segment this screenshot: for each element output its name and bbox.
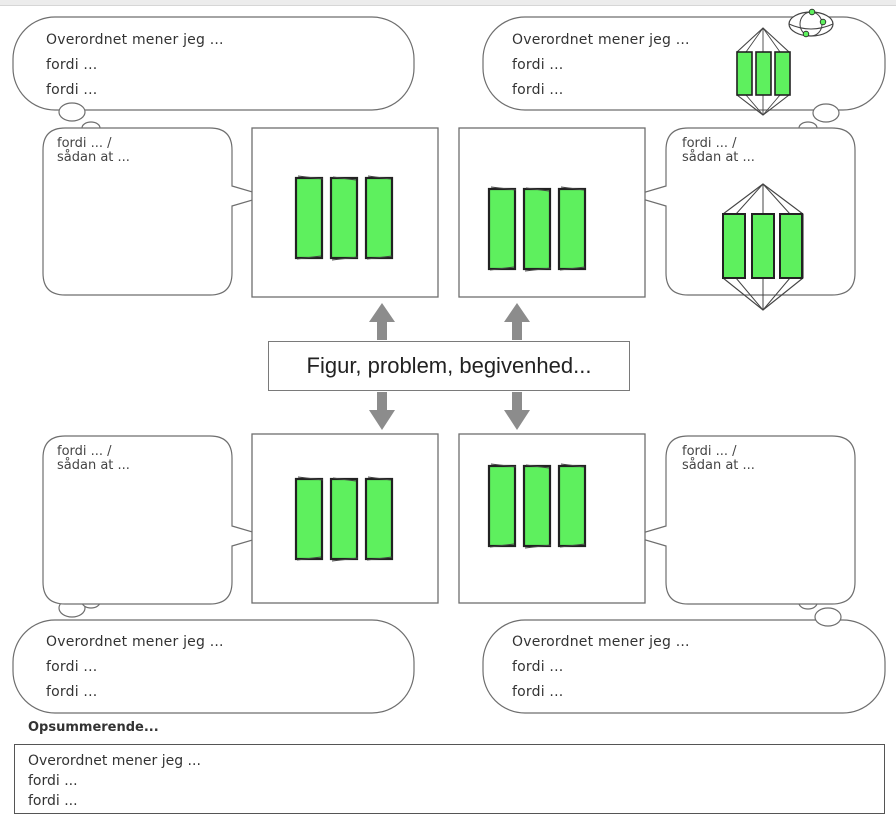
perspective-square-top-right xyxy=(458,127,646,298)
bubble-line: sådan at ... xyxy=(682,458,755,473)
bubble-text-top-left: fordi ... / sådan at ... xyxy=(57,137,130,165)
bubble-text-top-right: fordi ... / sådan at ... xyxy=(682,137,755,165)
opinion-line: Overordnet mener jeg ... xyxy=(512,32,690,48)
bar-group-icon xyxy=(487,462,587,550)
bubble-line: fordi ... / xyxy=(57,136,112,151)
summary-reason-line: fordi ... xyxy=(28,793,78,809)
thought-cloud-bottom-right xyxy=(482,619,886,714)
speech-bubble-top-left xyxy=(42,127,269,296)
bar-group-icon xyxy=(294,174,394,262)
reason-line: fordi ... xyxy=(46,659,98,675)
bubble-line: sådan at ... xyxy=(682,150,755,165)
prism-icon xyxy=(736,27,791,116)
prism-icon xyxy=(722,183,804,311)
bubble-line: fordi ... / xyxy=(682,136,737,151)
reason-line: fordi ... xyxy=(512,57,564,73)
perspective-square-top-left xyxy=(251,127,439,298)
cloud-text-bottom-right: Overordnet mener jeg ... fordi ... fordi… xyxy=(512,630,690,705)
perspective-square-bottom-right xyxy=(458,433,646,604)
cloud-text-top-right: Overordnet mener jeg ... fordi ... fordi… xyxy=(512,28,690,103)
cloud-text-bottom-left: Overordnet mener jeg ... fordi ... fordi… xyxy=(46,630,224,705)
gyroscope-icon xyxy=(788,8,834,38)
summary-box: Overordnet mener jeg ... fordi ... fordi… xyxy=(14,744,885,814)
arrow-down-icon xyxy=(504,392,530,430)
bubble-line: sådan at ... xyxy=(57,150,130,165)
thought-cloud-top-left xyxy=(12,16,415,111)
opinion-line: Overordnet mener jeg ... xyxy=(512,634,690,650)
arrow-up-icon xyxy=(504,303,530,340)
bar-group-icon xyxy=(487,185,587,273)
summary-reason-line: fordi ... xyxy=(28,773,78,789)
speech-bubble-bottom-left xyxy=(42,435,269,605)
arrow-down-icon xyxy=(369,392,395,430)
bubble-text-bottom-left: fordi ... / sådan at ... xyxy=(57,445,130,473)
reason-line: fordi ... xyxy=(512,659,564,675)
reason-line: fordi ... xyxy=(46,82,98,98)
bubble-line: fordi ... / xyxy=(57,444,112,459)
opinion-line: Overordnet mener jeg ... xyxy=(46,634,224,650)
cloud-text-top-left: Overordnet mener jeg ... fordi ... fordi… xyxy=(46,28,224,103)
arrow-up-icon xyxy=(369,303,395,340)
window-top-edge xyxy=(0,0,896,6)
reason-line: fordi ... xyxy=(46,57,98,73)
bubble-line: sådan at ... xyxy=(57,458,130,473)
center-topic-box: Figur, problem, begivenhed... xyxy=(268,341,630,391)
reason-line: fordi ... xyxy=(512,684,564,700)
center-topic-label: Figur, problem, begivenhed... xyxy=(306,353,592,378)
bar-group-icon xyxy=(294,475,394,563)
summary-opinion-line: Overordnet mener jeg ... xyxy=(28,753,201,769)
summary-heading: Opsummerende... xyxy=(28,720,159,735)
bubble-line: fordi ... / xyxy=(682,444,737,459)
reason-line: fordi ... xyxy=(512,82,564,98)
speech-bubble-bottom-right xyxy=(629,435,856,605)
bubble-text-bottom-right: fordi ... / sådan at ... xyxy=(682,445,755,473)
thought-cloud-bottom-left xyxy=(12,619,415,714)
reason-line: fordi ... xyxy=(46,684,98,700)
opinion-line: Overordnet mener jeg ... xyxy=(46,32,224,48)
